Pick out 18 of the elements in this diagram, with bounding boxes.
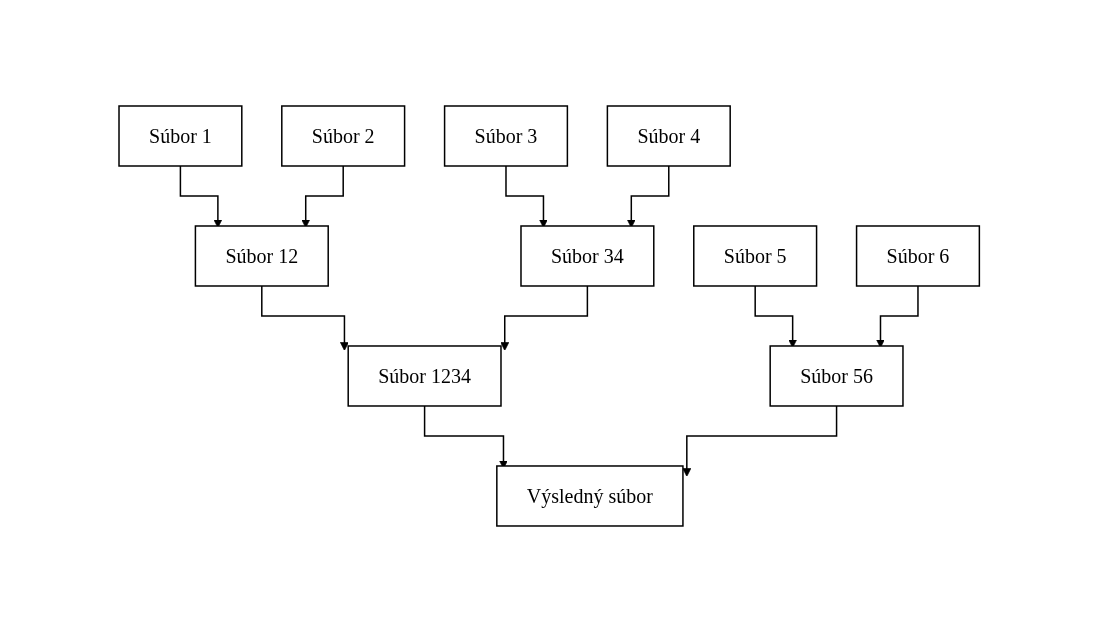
arrow xyxy=(682,405,838,477)
node-box: Súbor 3 xyxy=(443,105,568,167)
node-box: Súbor 6 xyxy=(855,225,980,287)
node-box: Súbor 34 xyxy=(520,225,655,287)
node-box: Súbor 4 xyxy=(606,105,731,167)
arrow xyxy=(626,165,670,228)
node-box: Súbor 12 xyxy=(194,225,329,287)
arrow xyxy=(260,285,349,351)
arrow xyxy=(500,285,588,351)
node-box: Súbor 1234 xyxy=(347,345,502,407)
node-box: Súbor 5 xyxy=(692,225,818,287)
node-box: Súbor 2 xyxy=(280,105,406,167)
node-box: Súbor 56 xyxy=(769,345,904,407)
arrow xyxy=(301,165,344,228)
node-box: Výsledný súbor xyxy=(495,465,684,527)
arrow xyxy=(179,165,223,228)
node-box: Súbor 1 xyxy=(118,105,243,167)
arrow xyxy=(505,165,548,228)
